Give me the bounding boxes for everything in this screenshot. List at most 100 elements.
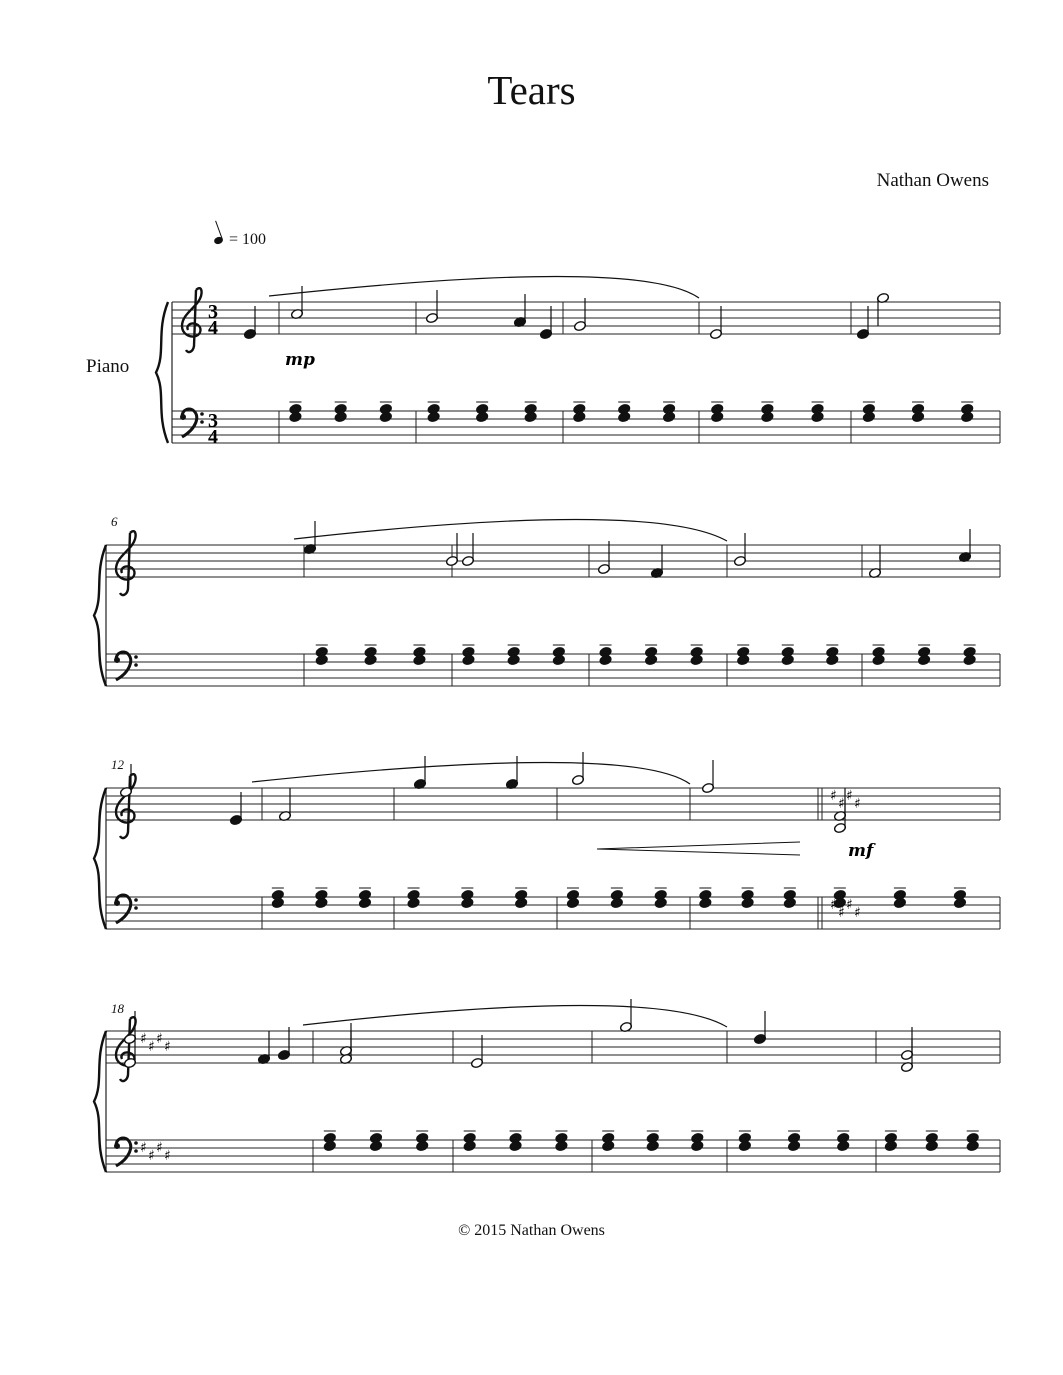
note-head bbox=[507, 655, 520, 665]
time-signature-top: 3 bbox=[208, 410, 218, 432]
brace bbox=[92, 1030, 108, 1173]
note-head bbox=[515, 898, 528, 908]
phrase-slur bbox=[302, 1004, 728, 1028]
note-head bbox=[646, 1141, 659, 1151]
key-signature-sharp-icon: ♯ bbox=[156, 1031, 163, 1047]
treble-clef-icon bbox=[114, 1015, 137, 1083]
note-head bbox=[358, 898, 372, 908]
copyright-notice: © 2015 Nathan Owens bbox=[458, 1222, 605, 1239]
phrase-slur bbox=[268, 275, 700, 299]
note-head bbox=[872, 655, 885, 665]
note-head bbox=[416, 1141, 429, 1151]
key-signature-sharp-icon: ♯ bbox=[148, 1039, 155, 1055]
key-signature-sharp-icon: ♯ bbox=[164, 1148, 171, 1164]
measure-number: 6 bbox=[111, 514, 118, 529]
composer-name: Nathan Owens bbox=[876, 170, 989, 191]
note-head bbox=[837, 1141, 850, 1151]
key-signature-sharp-icon: ♯ bbox=[830, 897, 837, 913]
note-head bbox=[602, 1141, 615, 1151]
note-head bbox=[599, 655, 612, 665]
note-head bbox=[788, 1141, 801, 1151]
phrase-slur bbox=[251, 761, 691, 785]
note-head bbox=[783, 898, 796, 908]
treble-clef-icon bbox=[114, 529, 137, 597]
brace bbox=[154, 301, 170, 444]
time-signature-bottom: 4 bbox=[208, 317, 218, 339]
note-head bbox=[966, 1141, 979, 1151]
note-head bbox=[918, 655, 931, 665]
note-head bbox=[781, 655, 794, 665]
treble-clef-icon bbox=[180, 286, 203, 354]
key-signature-sharp-icon: ♯ bbox=[846, 897, 853, 913]
treble-clef-icon bbox=[114, 772, 137, 840]
note-head bbox=[618, 412, 631, 422]
note-head bbox=[289, 412, 302, 422]
key-signature-sharp-icon: ♯ bbox=[140, 1031, 147, 1047]
note-head bbox=[699, 898, 712, 908]
note-head bbox=[524, 412, 537, 422]
bass-clef-icon bbox=[112, 893, 140, 925]
note-head bbox=[364, 655, 377, 665]
time-signature-top: 3 bbox=[208, 301, 218, 323]
note-head bbox=[645, 655, 658, 665]
note-head bbox=[552, 655, 565, 665]
note-head bbox=[826, 655, 839, 665]
note-head bbox=[811, 412, 824, 422]
phrase-slur bbox=[293, 518, 728, 542]
note-head bbox=[413, 655, 426, 665]
note-head bbox=[893, 898, 906, 908]
note-head bbox=[509, 1141, 522, 1151]
key-signature-sharp-icon: ♯ bbox=[854, 796, 861, 812]
key-signature-sharp-icon: ♯ bbox=[140, 1140, 147, 1156]
note-head bbox=[610, 898, 623, 908]
note-head bbox=[963, 655, 976, 665]
key-signature-sharp-icon: ♯ bbox=[148, 1148, 155, 1164]
note-head bbox=[369, 1141, 383, 1151]
note-head bbox=[463, 1141, 476, 1151]
note-head bbox=[379, 412, 392, 422]
note-head bbox=[334, 412, 347, 422]
note-head bbox=[315, 898, 328, 908]
crescendo-hairpin bbox=[596, 841, 801, 856]
time-signature-bottom: 4 bbox=[208, 426, 218, 448]
dynamic-marking: mf bbox=[848, 841, 876, 861]
measure-number: 12 bbox=[111, 757, 124, 772]
instrument-label: Piano bbox=[86, 356, 130, 377]
note-head bbox=[961, 412, 974, 422]
note-head bbox=[271, 898, 284, 908]
note-head bbox=[555, 1141, 568, 1151]
bass-clef-icon bbox=[178, 407, 206, 439]
tempo-marking: = 100 bbox=[213, 231, 266, 249]
key-signature-sharp-icon: ♯ bbox=[846, 788, 853, 804]
note-head bbox=[690, 655, 703, 665]
note-head bbox=[953, 898, 967, 908]
key-signature-sharp-icon: ♯ bbox=[156, 1140, 163, 1156]
note-head bbox=[461, 898, 474, 908]
note-head bbox=[862, 412, 875, 422]
key-signature-sharp-icon: ♯ bbox=[830, 788, 837, 804]
note-head bbox=[711, 412, 724, 422]
note-head bbox=[427, 412, 440, 422]
key-signature-sharp-icon: ♯ bbox=[838, 905, 845, 921]
note-head bbox=[323, 1141, 336, 1151]
brace bbox=[92, 544, 108, 687]
page-title: Tears bbox=[487, 67, 576, 113]
note-head bbox=[761, 412, 774, 422]
note-head bbox=[925, 1141, 938, 1151]
key-signature-sharp-icon: ♯ bbox=[164, 1039, 171, 1055]
note-head bbox=[663, 412, 676, 422]
key-signature-sharp-icon: ♯ bbox=[854, 905, 861, 921]
note-head bbox=[315, 655, 328, 665]
note-head bbox=[738, 1141, 751, 1151]
brace bbox=[92, 787, 108, 930]
note-head bbox=[462, 655, 475, 665]
measure-number: 18 bbox=[111, 1001, 124, 1016]
bass-clef-icon bbox=[112, 1136, 140, 1168]
key-signature-sharp-icon: ♯ bbox=[838, 796, 845, 812]
note-head bbox=[407, 898, 420, 908]
bass-clef-icon bbox=[112, 650, 140, 682]
note-head bbox=[912, 412, 925, 422]
note-head bbox=[654, 898, 667, 908]
note-head bbox=[737, 655, 750, 665]
